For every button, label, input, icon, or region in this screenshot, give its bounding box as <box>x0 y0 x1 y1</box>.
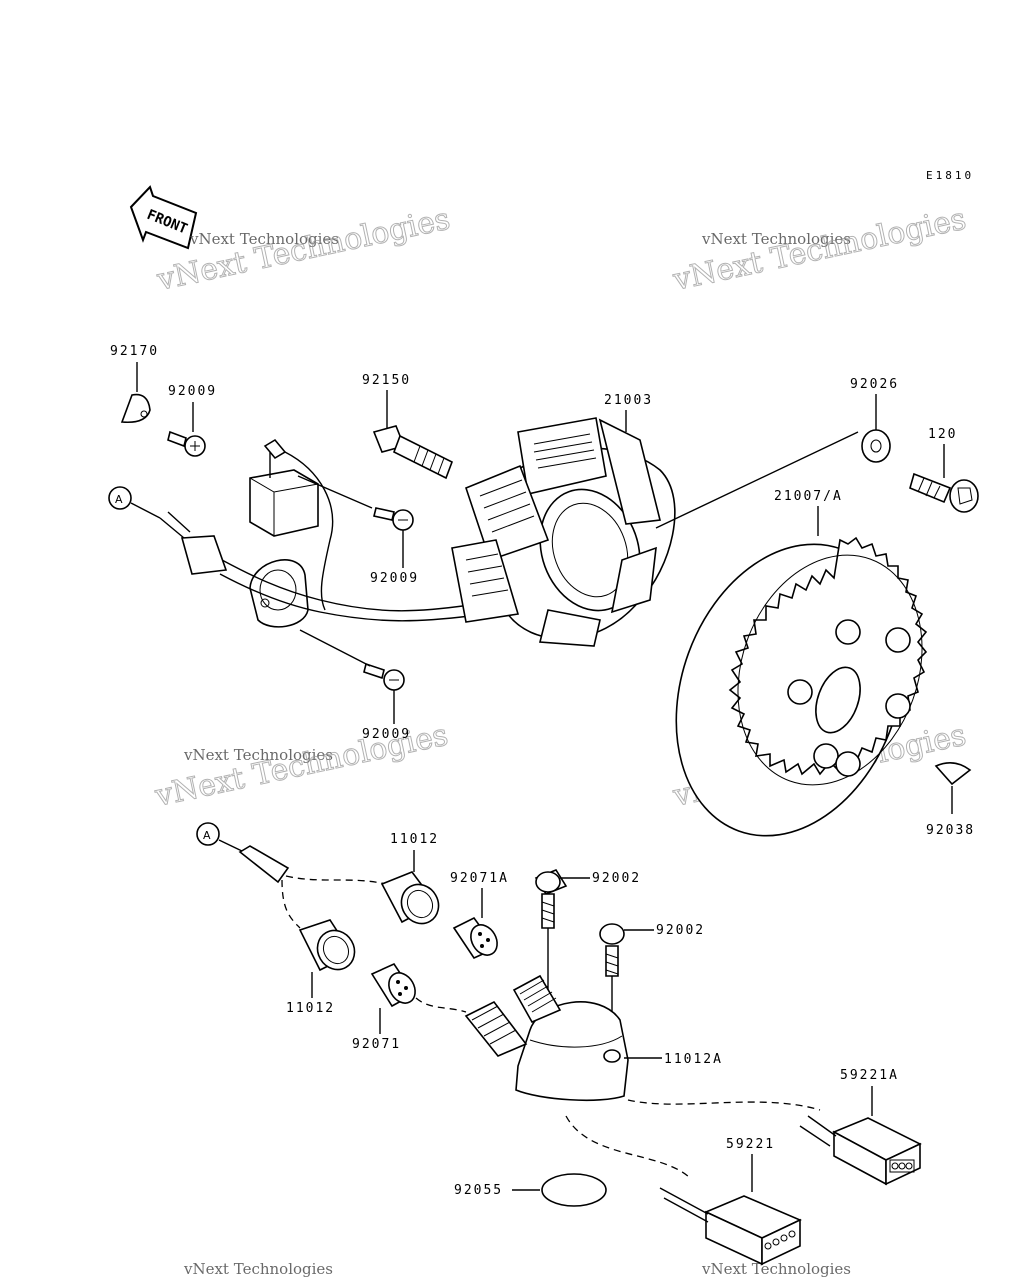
svg-text:vNext Technologies: vNext Technologies <box>183 746 333 764</box>
label-92026: 92026 <box>850 377 899 392</box>
label-92009-c: 92009 <box>362 727 411 742</box>
label-92002-a: 92002 <box>592 871 641 886</box>
connector-59221A: 59221A <box>799 1068 922 1186</box>
stator-21003: 21003 <box>451 393 859 647</box>
flywheel-21007A: 21007/A <box>675 489 928 837</box>
cover-11012A: 11012A <box>464 974 821 1179</box>
label-92071: 92071 <box>352 1037 401 1052</box>
svg-text:vNext Technologies: vNext Technologies <box>189 230 339 248</box>
label-120: 120 <box>928 427 957 442</box>
label-92002-b: 92002 <box>656 923 705 938</box>
ref-marker-a-top: A <box>115 493 123 506</box>
label-59221: 59221 <box>726 1137 775 1152</box>
label-59221A: 59221A <box>840 1068 899 1083</box>
cap-11012-upper: 11012 <box>380 832 440 925</box>
svg-text:vNext Technologies: vNext Technologies <box>669 202 969 298</box>
screw-92009-top: 92009 <box>167 384 217 457</box>
label-92055: 92055 <box>454 1183 503 1198</box>
svg-text:A: A <box>203 829 211 842</box>
label-21003: 21003 <box>604 393 653 408</box>
o-ring-92055: 92055 <box>454 1173 607 1207</box>
clip-92170: 92170 <box>110 344 159 424</box>
label-11012-b: 11012 <box>286 1001 335 1016</box>
cap-11012-lower: 11012 <box>286 919 356 1016</box>
washer-92026: 92026 <box>850 377 899 463</box>
bolt-120: 120 <box>909 427 979 513</box>
svg-text:vNext Technologies: vNext Technologies <box>701 1260 851 1278</box>
socket-92071A: 92071A <box>450 871 509 960</box>
label-11012-a: 11012 <box>390 832 439 847</box>
label-92170: 92170 <box>110 344 159 359</box>
figure-code: E1810 <box>926 169 974 182</box>
label-21007A: 21007/A <box>774 489 843 504</box>
svg-text:vNext Technologies: vNext Technologies <box>153 202 453 298</box>
svg-text:vNext Technologies: vNext Technologies <box>701 230 851 248</box>
connector-59221: 59221 <box>659 1137 802 1266</box>
label-92071A: 92071A <box>450 871 509 886</box>
ref-marker-a-bottom: A <box>196 822 387 929</box>
label-92009-b: 92009 <box>370 571 419 586</box>
bolt-92002-upper: 92002 <box>534 869 641 990</box>
label-92009-a: 92009 <box>168 384 217 399</box>
screw-92009-middle: 92009 <box>370 507 419 586</box>
front-arrow-icon: FRONT <box>129 185 198 250</box>
svg-text:vNext Technologies: vNext Technologies <box>183 1260 333 1278</box>
bolt-92002-lower: 92002 <box>599 923 705 1048</box>
label-11012A: 11012A <box>664 1052 723 1067</box>
screw-92009-bottom: 92009 <box>299 629 411 742</box>
label-92150: 92150 <box>362 373 411 388</box>
socket-92071: 92071 <box>352 962 467 1052</box>
bolt-92150: 92150 <box>362 373 454 480</box>
pickup-coil-assembly: A <box>108 438 471 628</box>
label-92038: 92038 <box>926 823 975 838</box>
key-92038: 92038 <box>926 762 975 838</box>
